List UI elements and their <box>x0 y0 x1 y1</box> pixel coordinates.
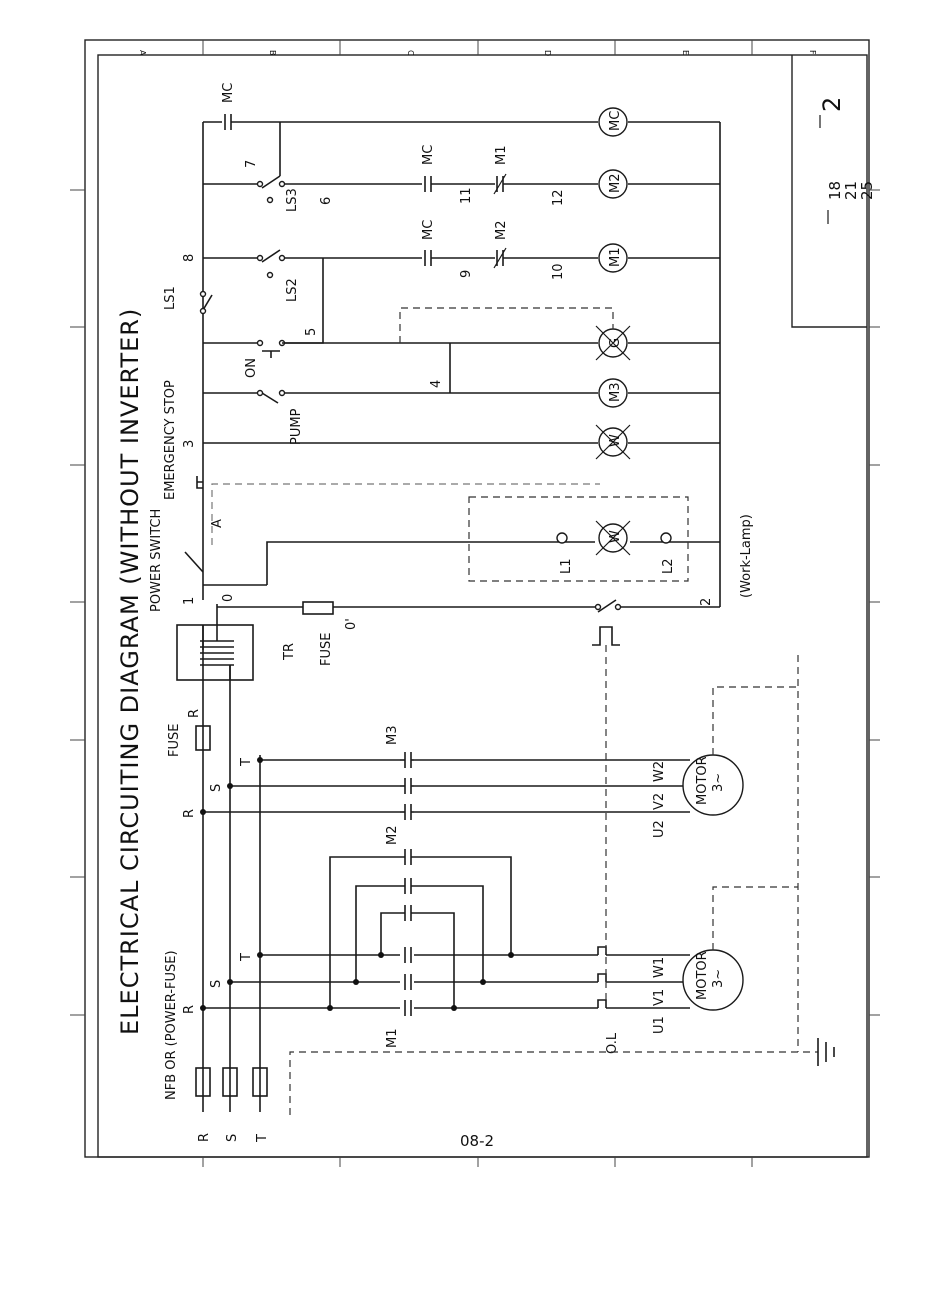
emergency-stop-label: EMERGENCY STOP <box>163 380 178 500</box>
coil-m1 <box>598 243 628 273</box>
overload-label: O.L <box>605 1032 620 1054</box>
u1-label: U1 <box>652 1016 667 1034</box>
fuse-label: FUSE <box>167 724 182 757</box>
ls1-label: LS1 <box>163 286 178 310</box>
pump-label: PUMP <box>289 408 304 445</box>
node-1: 1 <box>182 597 197 605</box>
ground-circuit <box>289 655 835 1115</box>
node-6: 6 <box>319 197 334 205</box>
w2-label: W2 <box>652 761 667 782</box>
phase-s-label: S <box>225 1134 240 1142</box>
m2-interlock-label: M2 <box>494 221 509 241</box>
fuse-r-label: R <box>187 709 202 718</box>
grid-letter: D <box>543 50 552 56</box>
grid-letter: E <box>681 50 690 55</box>
motor-phase-label: 3~ <box>711 773 726 792</box>
title-block-number: 25 <box>858 181 876 200</box>
title-block-mark: 2 <box>818 97 846 112</box>
title-block: 18 21 25 2 <box>791 55 876 328</box>
transformer: TR FUSE <box>176 604 334 681</box>
u2-label: U2 <box>652 820 667 838</box>
coil-mc-label: MC <box>608 111 623 131</box>
grid-letter: B <box>268 50 277 56</box>
grid-letters-top: A B C D E F <box>138 50 817 56</box>
switch-a-label: A <box>210 519 225 528</box>
control-fuse-element <box>302 601 334 615</box>
coil-m2 <box>598 169 628 199</box>
coil-m1-label: M1 <box>608 248 623 268</box>
node-10: 10 <box>551 263 566 280</box>
phase-t-label: T <box>255 1134 270 1143</box>
v2-label: V2 <box>652 793 667 810</box>
m3-r-label: R <box>182 809 197 818</box>
m3-t-label: T <box>239 758 254 767</box>
m1-m2-circuit: M2 M1 T S R O.L MOTOR 3~ U1 V1 W1 <box>182 640 798 1054</box>
title-block-number: 18 <box>826 181 844 200</box>
ls3-label: LS3 <box>285 188 300 212</box>
transformer-label: TR <box>282 643 297 661</box>
w1-label: W1 <box>652 957 667 978</box>
node-12: 12 <box>551 189 566 206</box>
node-0-prime: 0' <box>344 618 359 630</box>
diagram-title: ELECTRICAL CIRCUITING DIAGRAM (WITHOUT I… <box>116 308 144 1035</box>
motor-label: MOTOR <box>695 756 710 805</box>
m3-s-label: S <box>209 784 224 792</box>
power-switch-label: POWER SWITCH <box>149 509 164 612</box>
grid-letter: A <box>138 50 147 56</box>
node-0: 0 <box>221 594 236 602</box>
nfb-fuse-s <box>222 1067 238 1097</box>
grid-letter: C <box>406 50 415 56</box>
main-bus: R S T FUSE R <box>167 625 270 1143</box>
phase-r-label: R <box>197 1133 212 1142</box>
coil-m3-label: M3 <box>608 383 623 403</box>
m1-t-label: T <box>239 953 254 962</box>
l1-label: L1 <box>559 558 574 574</box>
title-block-number: 21 <box>842 181 860 200</box>
on-label: ON <box>244 358 259 378</box>
mc-contact-label: MC <box>421 220 436 240</box>
work-lamp-box <box>468 496 689 582</box>
l2-label: L2 <box>661 558 676 574</box>
sheet-number: 08-2 <box>460 1132 494 1150</box>
grid-letter: F <box>808 50 817 55</box>
motor-label-2: MOTOR <box>695 951 710 1000</box>
nfb-label: NFB OR (POWER-FUSE) <box>164 950 179 1100</box>
node-9: 9 <box>459 270 474 278</box>
node-11: 11 <box>459 187 474 204</box>
coil-m2-label: M2 <box>608 174 623 194</box>
m1-interlock-label: M1 <box>494 146 509 166</box>
work-lamp-w-label: W <box>608 530 623 543</box>
drawing-frame <box>70 39 880 1167</box>
lamp-g-label: G <box>608 338 623 348</box>
node-7: 7 <box>244 160 259 168</box>
m1-s-label: S <box>209 980 224 988</box>
node-8: 8 <box>182 254 197 262</box>
node-4: 4 <box>429 380 444 388</box>
nfb-fuse-r <box>195 1067 211 1097</box>
contactor-m2-label: M2 <box>385 826 400 846</box>
control-fuse-label: FUSE <box>319 633 334 666</box>
coil-mc <box>598 107 628 137</box>
node-2: 2 <box>699 598 714 606</box>
mc-contact-label-2: MC <box>421 145 436 165</box>
ls2-label: LS2 <box>285 278 300 302</box>
mc-self-hold-label: MC <box>221 83 236 103</box>
lamp-w-label: W <box>608 434 623 447</box>
work-lamp-label: (Work-Lamp) <box>739 514 754 598</box>
nfb-fuse-t <box>252 1067 268 1097</box>
contactor-m3-label: M3 <box>385 726 400 746</box>
coil-m3 <box>598 378 628 408</box>
v1-label: V1 <box>652 989 667 1006</box>
node-3: 3 <box>182 440 197 448</box>
contactor-m1-label: M1 <box>385 1029 400 1049</box>
motor-phase-label-2: 3~ <box>711 969 726 988</box>
m3-circuit: M3 T S R MOTOR 3~ U2 V2 W2 <box>182 686 798 838</box>
node-5: 5 <box>304 328 319 336</box>
control-fuse <box>195 725 211 751</box>
control-circuit: 1 0 0' 2 POWER SWITCH A W L1 L2 (Work-La… <box>149 83 754 646</box>
m1-r-label: R <box>182 1005 197 1014</box>
